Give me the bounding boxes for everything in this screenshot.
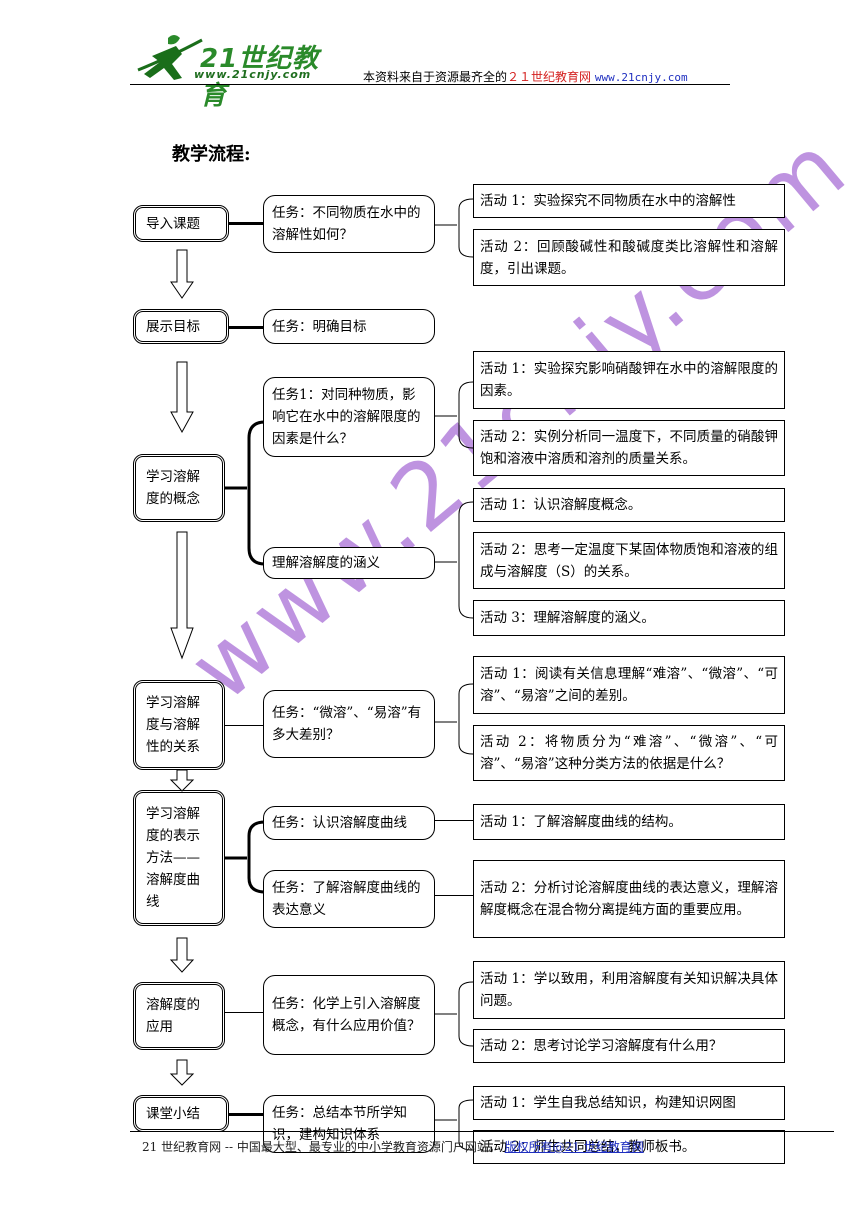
header-note: 本资料来自于资源最齐全的２１世纪教育网 www.21cnjy.com <box>363 68 688 85</box>
stage-box: 课堂小结 <box>133 1095 229 1132</box>
down-arrow-icon <box>170 361 194 434</box>
task-box: 任务：“微溶”、“易溶”有多大差别？ <box>263 690 435 758</box>
footer-text: 21 世纪教育网 -- 中国最大型、最专业的中小学教育资源门户网站。 <box>142 1140 501 1154</box>
connector-line <box>225 725 263 726</box>
activity-box: 活动 3：理解溶解度的涵义。 <box>473 600 785 636</box>
connector-line <box>229 222 263 225</box>
down-arrow-icon <box>169 1059 195 1086</box>
task-box: 任务：明确目标 <box>263 309 435 344</box>
task-box: 任务：化学上引入溶解度概念，有什么应用价值？ <box>263 975 435 1055</box>
task-box: 任务：不同物质在水中的溶解性如何？ <box>263 195 435 253</box>
activity-box: 活动 1：实验探究不同物质在水中的溶解性 <box>473 184 785 218</box>
header-rule <box>130 84 730 85</box>
bracket-connector <box>225 820 266 894</box>
header-note-prefix: 本资料来自于资源最齐全的 <box>363 70 508 84</box>
activity-box: 活动 2：实例分析同一温度下，不同质量的硝酸钾饱和溶液中溶质和溶剂的质量关系。 <box>473 420 785 476</box>
footer-copyright-link[interactable]: 版权所有@21 世纪教育网 <box>504 1140 644 1154</box>
task-box: 理解溶解度的涵义 <box>263 547 435 579</box>
footer: 21 世纪教育网 -- 中国最大型、最专业的中小学教育资源门户网站。 版权所有@… <box>142 1138 644 1155</box>
connector-line <box>229 1113 263 1116</box>
down-arrow-icon <box>170 249 194 299</box>
activity-box: 活动 2：回顾酸碱性和酸碱度类比溶解性和溶解度，引出课题。 <box>473 229 785 286</box>
activity-box: 活动 2：将物质分为“难溶”、“微溶”、“可溶”、“易溶”这种分类方法的依据是什… <box>473 725 785 781</box>
activity-box: 活动 2：思考讨论学习溶解度有什么用？ <box>473 1029 785 1063</box>
bracket-connector <box>435 683 474 755</box>
bracket-connector <box>225 420 266 566</box>
connector-line <box>229 326 263 329</box>
page-title: 教学流程: <box>172 144 251 165</box>
activity-box: 活动 2：思考一定温度下某固体物质饱和溶液的组成与溶解度（S）的关系。 <box>473 532 785 589</box>
activity-box: 活动 1：学生自我总结知识，构建知识网图 <box>473 1086 785 1120</box>
logo-url: www.21cnjy.com <box>194 68 312 81</box>
runner-logo-icon <box>137 35 203 80</box>
connector-line <box>435 895 473 896</box>
activity-box: 活动 1：认识溶解度概念。 <box>473 488 785 522</box>
bracket-connector <box>435 1099 474 1151</box>
activity-box: 活动 1：了解溶解度曲线的结构。 <box>473 804 785 840</box>
stage-box: 溶解度的应用 <box>133 982 225 1050</box>
task-box: 任务：认识溶解度曲线 <box>263 806 435 840</box>
stage-box: 学习溶解度与溶解性的关系 <box>133 680 225 770</box>
stage-box: 导入课题 <box>133 205 229 242</box>
bracket-connector <box>435 381 474 449</box>
activity-box: 活动 1：实验探究影响硝酸钾在水中的溶解限度的因素。 <box>473 351 785 409</box>
stage-box: 学习溶解度的概念 <box>133 454 225 522</box>
bracket-connector <box>435 981 474 1047</box>
site-logo: 21世纪教育 www.21cnjy.com <box>137 26 338 111</box>
header-site-name: ２１世纪教育网 <box>507 70 592 84</box>
task-box: 任务：了解溶解度曲线的表达意义 <box>263 870 435 928</box>
connector-line <box>435 820 473 821</box>
down-arrow-icon <box>169 769 195 792</box>
connector-line <box>225 1012 263 1013</box>
header-site-url[interactable]: www.21cnjy.com <box>594 71 688 84</box>
stage-box: 展示目标 <box>133 309 229 344</box>
down-arrow-icon <box>169 937 195 973</box>
stage-box: 学习溶解度的表示方法——溶解度曲线 <box>133 790 225 926</box>
down-arrow-icon <box>170 531 194 660</box>
activity-box: 活动 2：分析讨论溶解度曲线的表达意义，理解溶解度概念在混合物分离提纯方面的重要… <box>473 860 785 938</box>
activity-box: 活动 1：阅读有关信息理解“难溶”、“微溶”、“可溶”、“易溶”之间的差别。 <box>473 656 785 714</box>
bracket-connector <box>435 501 474 619</box>
footer-rule <box>130 1131 834 1132</box>
bracket-connector <box>435 198 474 258</box>
logo-text: 21世纪教育 <box>200 44 320 111</box>
activity-box: 活动 2：师生共同总结，教师板书。 <box>473 1130 785 1164</box>
task-box: 任务1：对同种物质，影响它在水中的溶解限度的因素是什么？ <box>263 377 435 457</box>
activity-box: 活动 1：学以致用，利用溶解度有关知识解决具体问题。 <box>473 961 785 1019</box>
